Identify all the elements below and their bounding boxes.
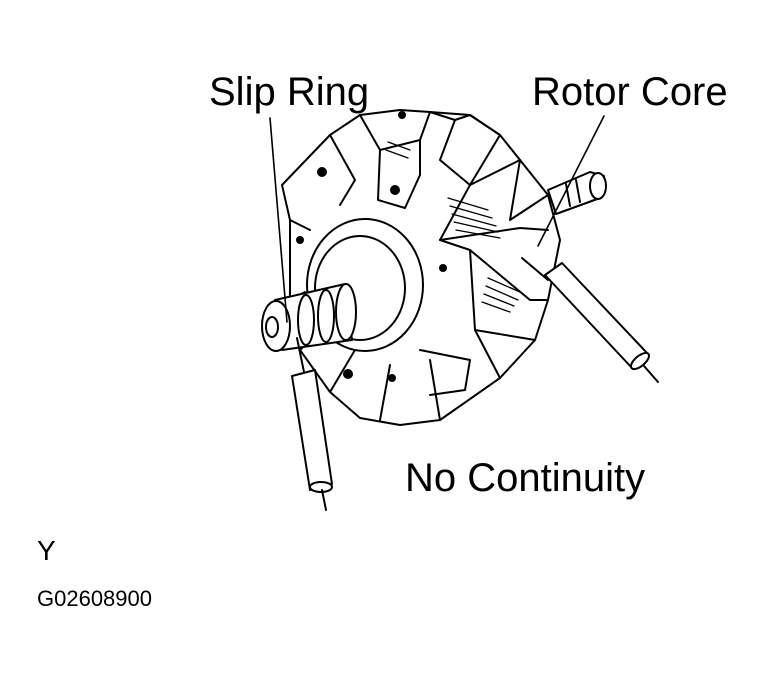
rear-shaft [547, 171, 607, 215]
slip-ring-label: Slip Ring [209, 70, 370, 114]
test-probe-slip-ring [291, 337, 333, 511]
figure-code: G02608900 [37, 586, 152, 611]
slip-ring-assembly [261, 218, 424, 352]
slip-ring-leader [269, 117, 288, 323]
rotor-core-leader [537, 115, 605, 247]
marker-label: Y [37, 535, 56, 566]
result-label: No Continuity [405, 456, 646, 500]
test-probe-rotor-core [521, 257, 659, 383]
rotor-core-label: Rotor Core [532, 70, 728, 114]
